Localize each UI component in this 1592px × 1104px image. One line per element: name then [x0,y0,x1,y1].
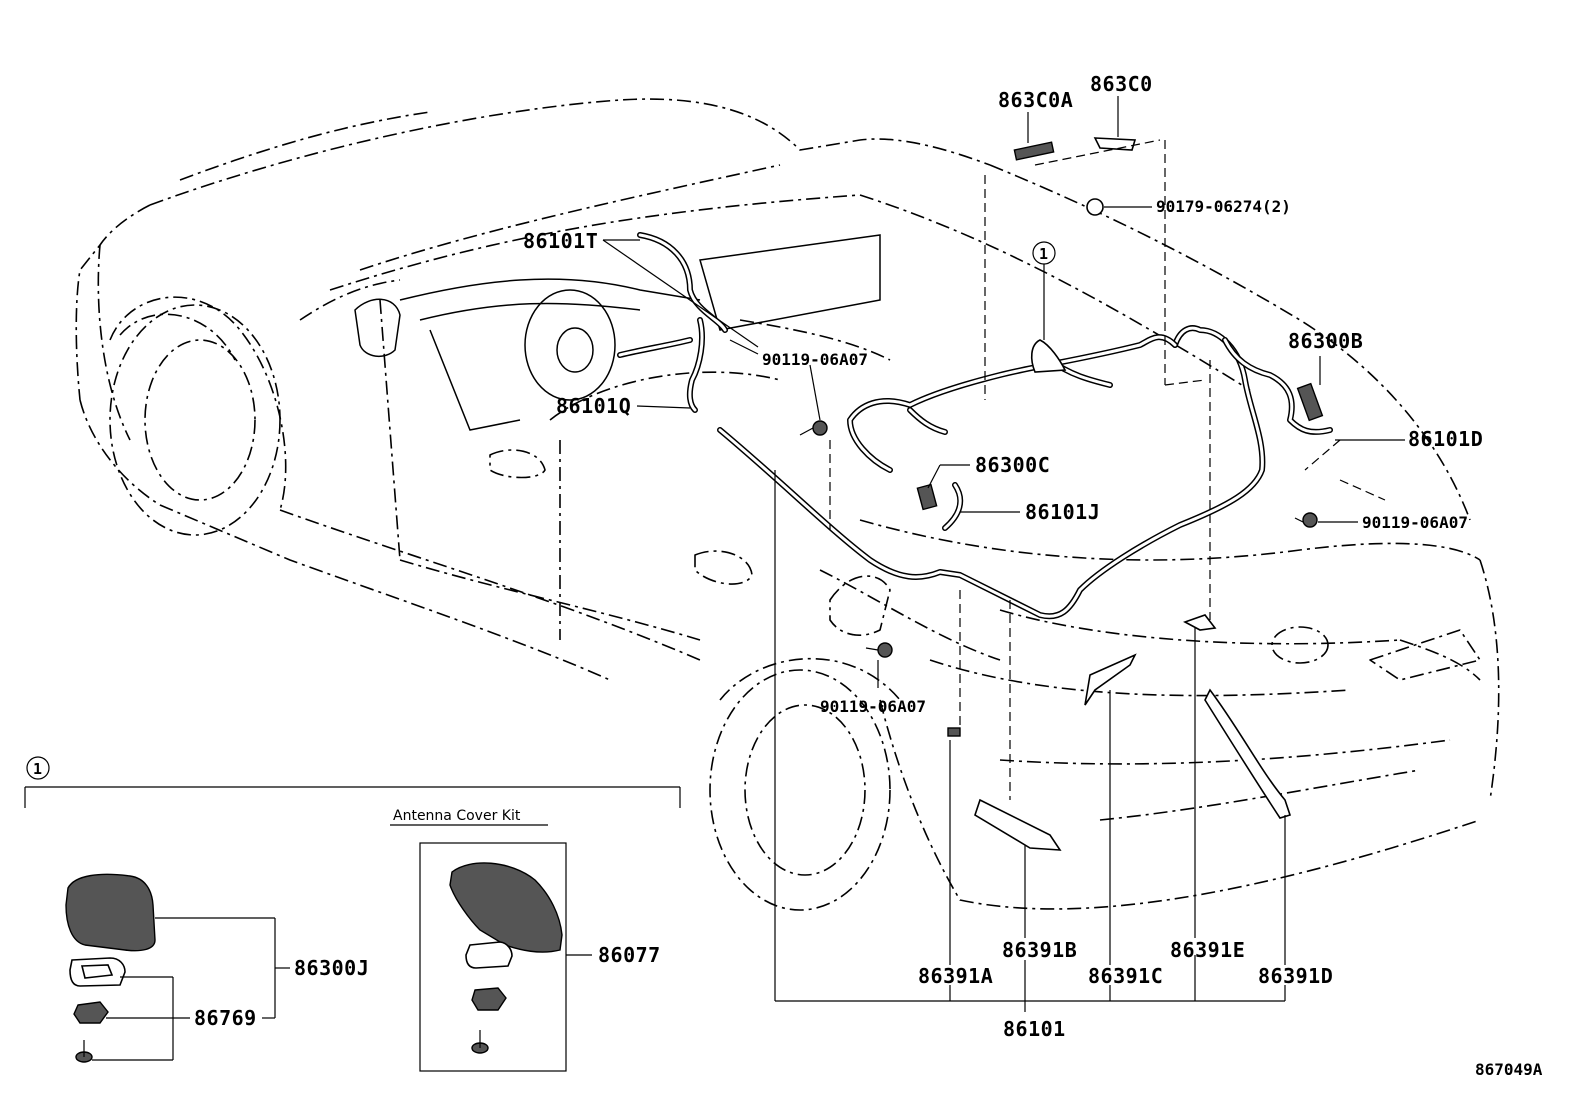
inset-callout-number: 1 [33,760,42,778]
amplifier-86300c-icon [916,483,938,511]
gasket-inner-icon [80,964,114,979]
clip-86391a-icon [947,727,961,737]
leader-lines [602,96,1405,1012]
label-90119-06a07-side: 90119-06A07 [820,697,926,716]
figure-code: 867049A [1475,1060,1543,1079]
bolt-icon [1294,512,1318,528]
label-86391a: 86391A [918,964,993,988]
label-86077: 86077 [598,943,661,967]
label-86391d: 86391D [1258,964,1333,988]
label-86101q: 86101Q [556,394,631,418]
roof-antenna-icon [1030,339,1067,373]
label-863c0a: 863C0A [998,88,1073,112]
label-86391b: 86391B [1002,938,1077,962]
label-86391c: 86391C [1088,964,1163,988]
kit-frame [419,842,567,1072]
antenna-element-86391c-icon [1084,653,1137,706]
antenna-harness [617,232,1333,620]
callout-marker-roof: 1 [1032,241,1056,340]
bolt-icon [799,420,828,436]
antenna-cover-icon [449,862,563,953]
detail-inset: 1 86300J 86769 Antenna Cover Kit [24,756,681,1072]
antenna-element-86391d-icon [1204,688,1292,819]
kit-title: Antenna Cover Kit [393,808,521,824]
part-labels: 863C0A 863C0 90179-06274(2) 86101T 90119… [523,72,1483,1041]
antenna-element-86391e-icon [1183,614,1217,631]
label-863c0: 863C0 [1090,72,1153,96]
label-90119-06a07-front: 90119-06A07 [762,350,868,369]
bracket-863c0-icon [1093,137,1137,151]
label-86101t: 86101T [523,229,598,253]
clip-90179-icon [1086,198,1104,216]
label-86391e: 86391E [1170,938,1245,962]
label-90179-06274: 90179-06274(2) [1156,197,1291,216]
nut-icon [73,1001,109,1024]
label-86101: 86101 [1003,1017,1066,1041]
small-parts [799,137,1324,851]
cover-gasket-icon [465,941,513,969]
reference-dashes [829,139,1386,800]
amplifier-86300b-icon [1296,382,1324,422]
cover-nut-icon [471,987,507,1011]
label-86101j: 86101J [1025,500,1100,524]
label-86101d: 86101D [1408,427,1483,451]
label-86300c: 86300C [975,453,1050,477]
bolt-icon [865,642,893,658]
callout-number: 1 [1039,245,1048,263]
label-86300j: 86300J [294,956,369,980]
label-86769: 86769 [194,1006,257,1030]
label-86300b: 86300B [1288,329,1363,353]
antenna-86300j-icon [65,873,156,952]
cover-screw-icon [471,1030,489,1054]
vehicle-outline [75,98,1500,911]
antenna-element-86391b-icon [974,798,1062,851]
module-863c0a-icon [1013,141,1055,161]
label-90119-06a07-rear: 90119-06A07 [1362,513,1468,532]
screw-icon [75,1040,93,1063]
